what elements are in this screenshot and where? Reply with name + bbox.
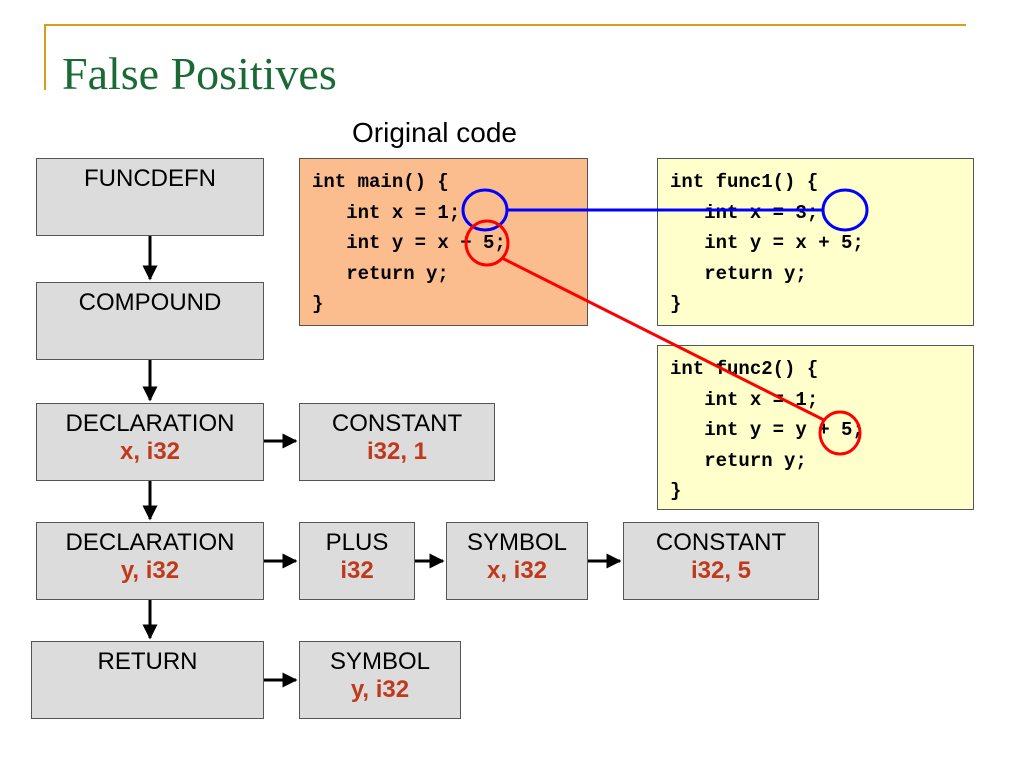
node-constant-1: CONSTANT i32, 1 bbox=[299, 403, 495, 481]
node-declaration-x: DECLARATION x, i32 bbox=[36, 403, 264, 481]
node-constant-5-label: CONSTANT bbox=[655, 529, 787, 556]
code-line: int y = x + 5; bbox=[670, 232, 864, 254]
title-rule-left bbox=[44, 24, 46, 90]
node-symbol-x: SYMBOL x, i32 bbox=[446, 522, 588, 600]
code-line: } bbox=[670, 293, 682, 315]
code-line: int x = 1; bbox=[312, 201, 461, 224]
node-constant-5: CONSTANT i32, 5 bbox=[623, 522, 819, 600]
node-plus-label: PLUS bbox=[325, 529, 389, 556]
node-funcdefn: FUNCDEFN bbox=[36, 158, 264, 236]
node-declaration-x-type: x, i32 bbox=[119, 438, 181, 465]
code-line: int main() { bbox=[312, 171, 449, 193]
node-constant-1-value: i32, 1 bbox=[366, 438, 428, 465]
code-line: } bbox=[312, 293, 324, 315]
code-line: int func1() { bbox=[670, 171, 819, 193]
slide-title: False Positives bbox=[62, 48, 337, 99]
node-symbol-x-label: SYMBOL bbox=[466, 529, 568, 556]
code-box-main: int main() { int x = 1; int y = x + 5; r… bbox=[299, 158, 588, 326]
node-symbol-x-type: x, i32 bbox=[486, 557, 548, 584]
code-line: } bbox=[670, 480, 682, 502]
code-box-func1: int func1() { int x = 3; int y = x + 5; … bbox=[657, 158, 974, 326]
node-return: RETURN bbox=[31, 641, 264, 719]
node-plus-type: i32 bbox=[340, 557, 374, 584]
node-return-label: RETURN bbox=[97, 648, 198, 675]
code-line: return y; bbox=[670, 449, 807, 472]
code-line: int x = 1; bbox=[670, 388, 819, 411]
code-line: return y; bbox=[670, 262, 807, 285]
node-symbol-y: SYMBOL y, i32 bbox=[299, 641, 461, 719]
node-constant-1-label: CONSTANT bbox=[331, 410, 463, 437]
node-compound: COMPOUND bbox=[36, 282, 264, 360]
node-plus: PLUS i32 bbox=[299, 522, 415, 600]
node-declaration-y-label: DECLARATION bbox=[65, 529, 235, 556]
title-rule-top bbox=[44, 24, 966, 26]
node-declaration-y-type: y, i32 bbox=[120, 557, 180, 584]
node-symbol-y-type: y, i32 bbox=[350, 676, 410, 703]
code-line: int y = x + 5; bbox=[312, 232, 506, 254]
node-declaration-x-label: DECLARATION bbox=[65, 410, 235, 437]
node-compound-label: COMPOUND bbox=[78, 289, 222, 316]
code-line: int func2() { bbox=[670, 358, 819, 380]
code-line: int x = 3; bbox=[670, 201, 819, 224]
node-constant-5-value: i32, 5 bbox=[690, 557, 752, 584]
code-box-func2: int func2() { int x = 1; int y = y + 5; … bbox=[657, 345, 974, 510]
code-line: return y; bbox=[312, 262, 449, 285]
node-declaration-y: DECLARATION y, i32 bbox=[36, 522, 264, 600]
code-line: int y = y + 5; bbox=[670, 419, 864, 441]
original-code-heading: Original code bbox=[352, 117, 517, 148]
node-symbol-y-label: SYMBOL bbox=[329, 648, 431, 675]
node-funcdefn-label: FUNCDEFN bbox=[84, 165, 216, 192]
